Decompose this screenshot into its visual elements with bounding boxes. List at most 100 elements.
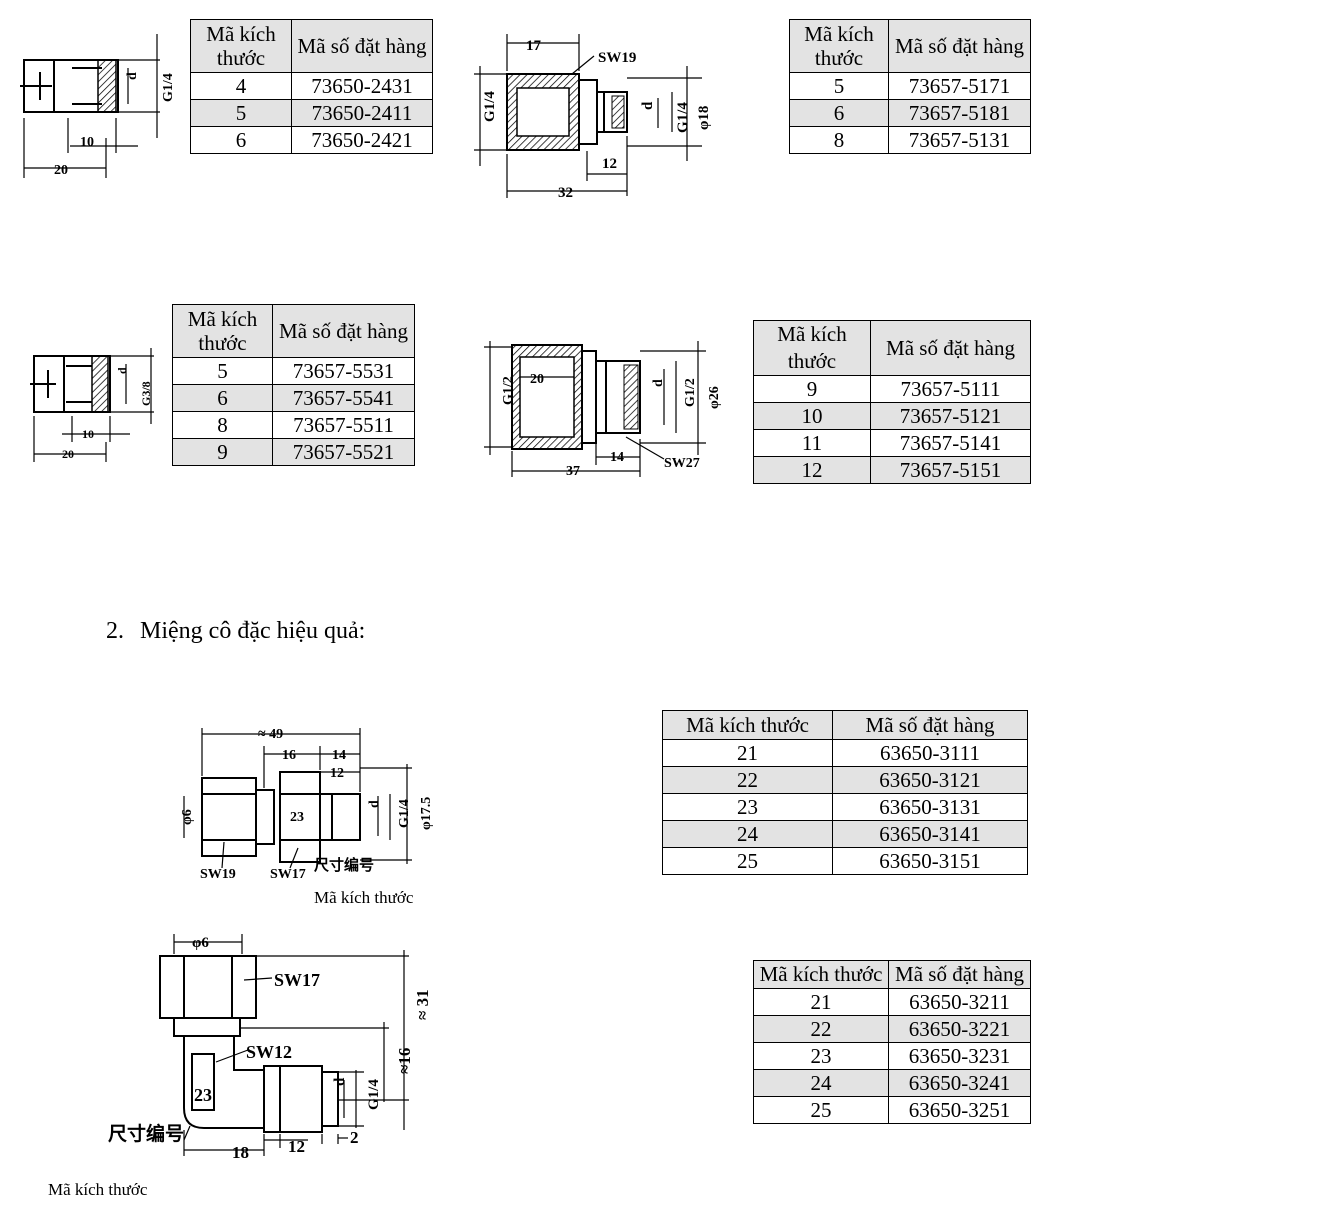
column-header-order-code: Mã số đặt hàng bbox=[832, 710, 1028, 740]
drawing-3-dim-thread: G3/8 bbox=[139, 381, 153, 406]
drawing-4-dim-phi26: φ26 bbox=[707, 386, 722, 409]
column-header-size-code: Mã kích thước bbox=[789, 19, 889, 73]
drawing-2-dim-sw19: SW19 bbox=[598, 50, 636, 66]
drawing-2-dim-d: d bbox=[640, 101, 656, 110]
drawing-plug-g14: d G1/4 10 20 bbox=[20, 34, 176, 178]
drawing-5-dim-d: d bbox=[367, 800, 382, 808]
drawing-1-dim-thread: G1/4 bbox=[161, 73, 176, 102]
drawing-4-dim-20: 20 bbox=[530, 372, 544, 387]
column-header-size-code: Mã kích thước bbox=[172, 304, 273, 358]
column-header-order-code: Mã số đặt hàng bbox=[870, 320, 1031, 376]
drawing-5-dim-23: 23 bbox=[290, 810, 304, 825]
column-header-order-code: Mã số đặt hàng bbox=[272, 304, 415, 358]
drawing-6-dim-phi6: φ6 bbox=[192, 935, 209, 951]
column-header-size-code: Mã kích thước bbox=[753, 320, 871, 376]
drawing-5-dim-phi175: φ17.5 bbox=[419, 797, 434, 830]
drawing-plug-g38: d G3/8 10 20 bbox=[30, 348, 154, 462]
drawing-6-dim-31: ≈ 31 bbox=[413, 989, 432, 1020]
drawing-1-dim-10: 10 bbox=[80, 135, 94, 150]
drawing-4-dim-sw27: SW27 bbox=[664, 456, 700, 471]
drawing-2-dim-g14-right: G1/4 bbox=[675, 102, 691, 133]
figure-6-caption: Mã kích thước bbox=[48, 1180, 148, 1199]
drawing-5-dim-16: 16 bbox=[282, 748, 296, 763]
drawing-6-dim-d: d bbox=[332, 1077, 348, 1086]
drawing-6-dim-12: 12 bbox=[288, 1137, 305, 1156]
drawing-4-dim-g12-left: G1/2 bbox=[501, 376, 516, 405]
drawing-5-dim-sw17: SW17 bbox=[270, 867, 306, 882]
drawing-5-dim-14: 14 bbox=[332, 748, 346, 763]
column-header-size-code: Mã kích thước bbox=[190, 19, 292, 73]
drawing-2-dim-17: 17 bbox=[526, 38, 542, 54]
drawing-6-dim-g14: G1/4 bbox=[366, 1079, 382, 1110]
drawing-6-dim-size-no: 尺寸编号 bbox=[108, 1122, 184, 1145]
drawing-3-dim-d: d bbox=[115, 367, 129, 374]
drawing-5-dim-sw19: SW19 bbox=[200, 867, 236, 882]
drawing-adapter-sw27: 20 G1/2 d G1/2 φ26 14 SW27 37 bbox=[484, 341, 722, 479]
drawing-6-dim-sw17: SW17 bbox=[274, 970, 320, 990]
drawing-5-dim-g14: G1/4 bbox=[397, 799, 412, 828]
drawing-elbow-fitting: φ6 SW17 SW12 ≈16 ≈ 31 23 d G1/4 尺寸编号 18 … bbox=[108, 934, 432, 1162]
drawing-6-dim-18: 18 bbox=[232, 1143, 249, 1162]
column-header-size-code: Mã kích thước bbox=[662, 710, 833, 740]
drawing-4-dim-g12-right: G1/2 bbox=[683, 378, 698, 407]
drawing-2-dim-32: 32 bbox=[558, 185, 573, 201]
drawing-straight-fitting: ≈ 49 16 14 12 φ6 23 d G1/4 φ17.5 SW19 SW… bbox=[180, 727, 434, 882]
column-header-order-code: Mã số đặt hàng bbox=[888, 19, 1031, 73]
drawing-5-dim-12: 12 bbox=[330, 766, 344, 781]
drawing-adapter-sw19: 17 SW19 G1/4 d G1/4 φ18 12 32 bbox=[474, 34, 712, 201]
drawing-6-dim-16: ≈16 bbox=[395, 1048, 414, 1074]
column-header-size-code: Mã kích thước bbox=[753, 960, 889, 989]
section-number: 2. bbox=[106, 618, 124, 644]
drawing-2-dim-phi18: φ18 bbox=[696, 106, 712, 130]
drawing-2-dim-12: 12 bbox=[602, 156, 617, 172]
drawing-3-dim-10: 10 bbox=[82, 427, 94, 441]
section-title: Miệng cô đặc hiệu quả: bbox=[140, 618, 366, 644]
figure-5-caption: Mã kích thước bbox=[314, 888, 414, 907]
drawing-5-dim-size-no: 尺寸编号 bbox=[314, 856, 374, 874]
drawing-6-dim-2: 2 bbox=[350, 1128, 359, 1147]
drawing-4-dim-14: 14 bbox=[610, 450, 624, 465]
drawing-2-dim-g14-left: G1/4 bbox=[482, 91, 498, 122]
drawing-1-dim-d: d bbox=[125, 72, 140, 80]
column-header-order-code: Mã số đặt hàng bbox=[888, 960, 1031, 989]
drawing-5-dim-49: ≈ 49 bbox=[258, 727, 283, 742]
section-2-heading: 2. Miệng cô đặc hiệu quả: bbox=[106, 618, 365, 645]
drawing-1-dim-20: 20 bbox=[54, 163, 68, 178]
drawing-6-dim-23: 23 bbox=[194, 1085, 212, 1105]
drawing-5-dim-phi6: φ6 bbox=[180, 809, 195, 825]
drawing-4-dim-37: 37 bbox=[566, 464, 580, 479]
column-header-order-code: Mã số đặt hàng bbox=[291, 19, 433, 73]
drawing-6-dim-sw12: SW12 bbox=[246, 1042, 292, 1062]
drawing-4-dim-d: d bbox=[651, 379, 666, 387]
drawing-3-dim-20: 20 bbox=[62, 447, 74, 461]
